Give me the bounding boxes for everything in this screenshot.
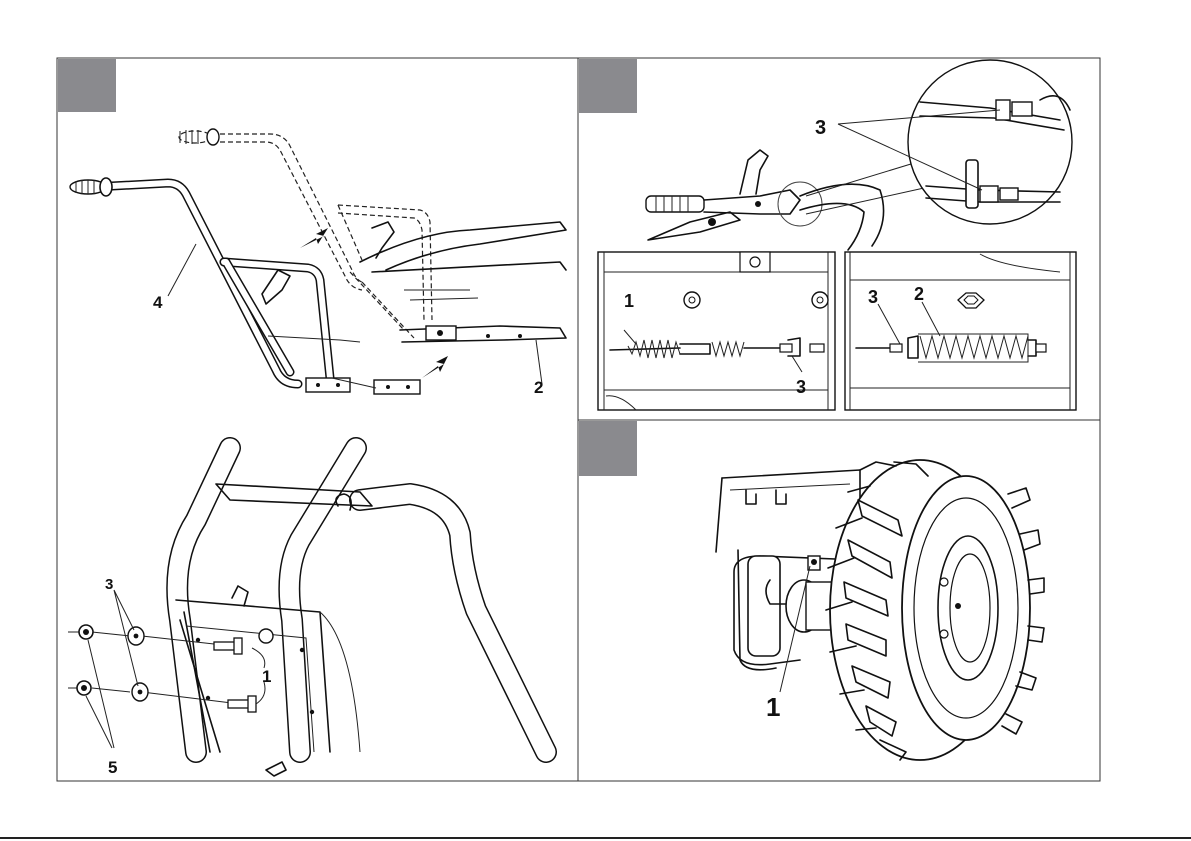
wheel-tire: [826, 460, 1044, 760]
callout-2: 2: [534, 378, 543, 397]
hand-lever: [646, 150, 924, 250]
callout-5: 5: [108, 758, 117, 777]
callout-2-spring: 2: [914, 284, 924, 304]
handle-bar-dashed-outline: [179, 129, 432, 338]
panel-handlebar-assembly: 4 2: [57, 58, 578, 781]
callout-1-axle: 1: [766, 692, 780, 722]
step-tab-1: [58, 59, 116, 112]
callout-3: 3: [105, 576, 113, 593]
step-tab-3: [579, 421, 637, 476]
engine-frame: [360, 222, 566, 384]
callout-1-cable: 1: [624, 291, 634, 311]
bolt-hardware: [68, 590, 265, 748]
arrow-icon: [422, 356, 448, 378]
bolt-icon: [228, 700, 250, 708]
handle-base-closeup: [176, 448, 546, 776]
leader-line: [168, 244, 196, 296]
bolt-icon: [214, 642, 236, 650]
arrow-icon: [300, 228, 328, 248]
panel-wheel-mount: 1: [578, 420, 1100, 781]
callout-3-top: 3: [815, 117, 826, 139]
callout-4: 4: [153, 293, 163, 312]
subpanel-cable-right: [845, 252, 1076, 410]
callout-1: 1: [262, 667, 271, 686]
magnifier-detail: [908, 60, 1072, 224]
callout-3-right: 3: [868, 287, 878, 307]
callout-3-left: 3: [796, 377, 806, 397]
step-tab-2: [579, 59, 637, 113]
handle-bar: [70, 178, 420, 394]
panel-throttle-cable: 3 1 3: [578, 58, 1100, 420]
